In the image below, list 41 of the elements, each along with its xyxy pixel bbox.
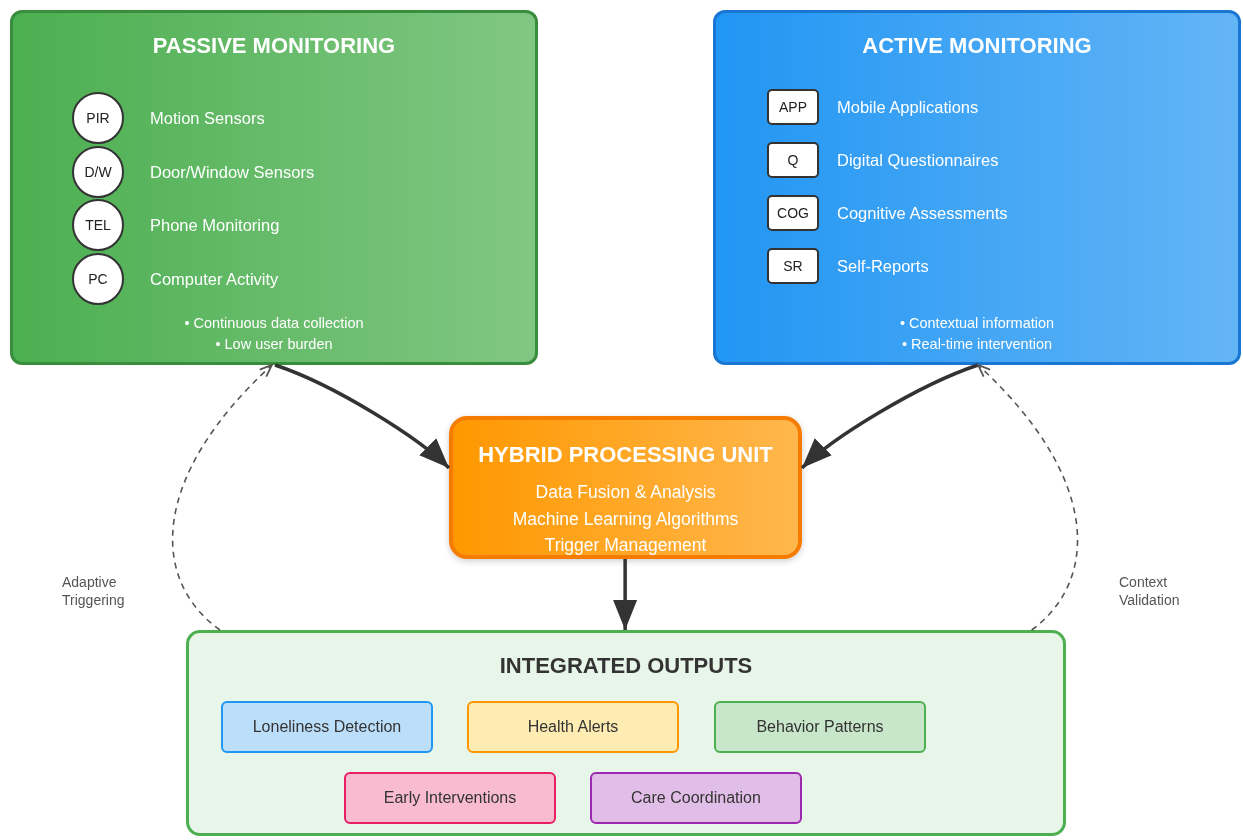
output-box: Loneliness Detection — [221, 701, 433, 753]
body-text: Trigger Management — [543, 535, 708, 556]
sensor-circle: TEL — [72, 199, 124, 251]
item-label: Motion Sensors — [150, 108, 265, 128]
panel-title: ACTIVE MONITORING — [861, 33, 1093, 59]
bullet-text: • Low user burden — [214, 336, 334, 352]
unit-title: HYBRID PROCESSING UNIT — [477, 442, 774, 468]
item-label: Phone Monitoring — [150, 215, 280, 235]
item-label: Digital Questionnaires — [837, 150, 999, 170]
output-box: Care Coordination — [590, 772, 802, 824]
sensor-circle: D/W — [72, 146, 124, 198]
processing-unit-box — [449, 416, 802, 559]
bullet-text: • Real-time intervention — [900, 336, 1054, 352]
arrow — [613, 559, 638, 630]
panel-title: INTEGRATED OUTPUTS — [498, 653, 754, 679]
dashed-arrow — [171, 364, 273, 631]
sensor-circle: PC — [72, 253, 124, 305]
arrow — [800, 363, 979, 470]
item-label: Mobile Applications — [837, 97, 979, 117]
sensor-circle: PIR — [72, 92, 124, 144]
monitoring-panel — [713, 10, 1241, 365]
method-badge: SR — [767, 248, 819, 284]
method-badge: COG — [767, 195, 819, 231]
method-badge: Q — [767, 142, 819, 178]
output-box: Health Alerts — [467, 701, 679, 753]
bullet-text: • Contextual information — [898, 315, 1056, 331]
dashed-arrow — [977, 364, 1079, 631]
body-text: Data Fusion & Analysis — [534, 482, 717, 503]
item-label: Computer Activity — [150, 269, 279, 289]
item-label: Cognitive Assessments — [837, 203, 1008, 223]
item-label: Self-Reports — [837, 256, 929, 276]
output-box: Behavior Patterns — [714, 701, 926, 753]
arrow — [274, 363, 451, 470]
outputs-panel — [186, 630, 1066, 836]
method-badge: APP — [767, 89, 819, 125]
bullet-text: • Continuous data collection — [183, 315, 365, 331]
monitoring-panel — [10, 10, 538, 365]
item-label: Door/Window Sensors — [150, 162, 315, 182]
panel-title: PASSIVE MONITORING — [151, 33, 397, 59]
body-text: Machine Learning Algorithms — [511, 508, 740, 530]
output-box: Early Interventions — [344, 772, 556, 824]
